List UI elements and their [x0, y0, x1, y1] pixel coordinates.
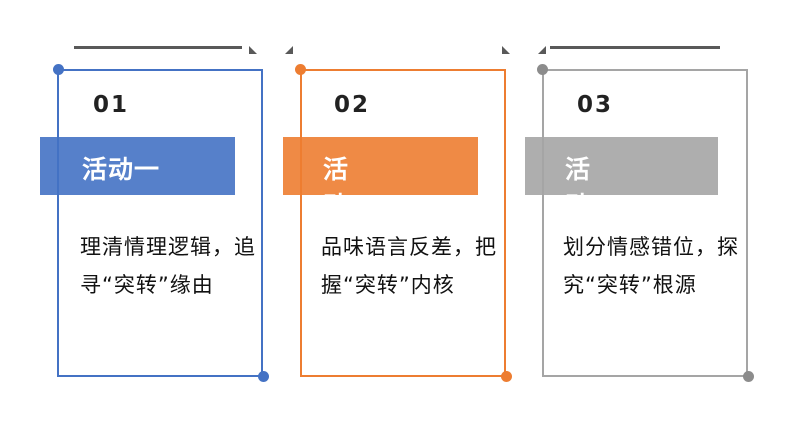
card-frame	[57, 69, 263, 377]
corner-dot	[501, 371, 512, 382]
card-description: 理清情理逻辑，追寻“突转”缘由	[80, 235, 256, 297]
corner-triangle-icon	[538, 46, 546, 54]
card-title: 活动二	[323, 155, 350, 256]
title-band	[525, 137, 718, 195]
top-line-right	[550, 46, 720, 49]
card-title: 活动三	[565, 155, 592, 256]
corner-triangle-icon	[502, 46, 510, 54]
title-band	[283, 137, 478, 195]
card-description: 品味语言反差，把握“突转”内核	[321, 235, 497, 297]
corner-triangle-icon	[285, 46, 293, 54]
corner-dot	[295, 64, 306, 75]
card-frame	[542, 69, 748, 377]
corner-dot	[53, 64, 64, 75]
corner-triangle-icon	[249, 46, 257, 54]
card-frame	[300, 69, 506, 377]
corner-dot	[258, 371, 269, 382]
activity-card-2: 02 活动二 品味语言反差，把握“突转”内核	[0, 0, 512, 447]
corner-dot	[537, 64, 548, 75]
card-number: 02	[334, 92, 371, 118]
activity-card-1: 01 活动一 理清情理逻辑，追寻“突转”缘由	[0, 0, 269, 447]
card-number: 03	[577, 92, 614, 118]
title-band	[40, 137, 235, 195]
card-number: 01	[93, 92, 130, 118]
activity-card-3: 03 活动三 划分情感错位，探究“突转”根源	[0, 0, 754, 447]
corner-dot	[743, 371, 754, 382]
top-line-left	[74, 46, 242, 49]
card-description: 划分情感错位，探究“突转”根源	[563, 235, 739, 297]
card-title: 活动一	[82, 155, 161, 184]
